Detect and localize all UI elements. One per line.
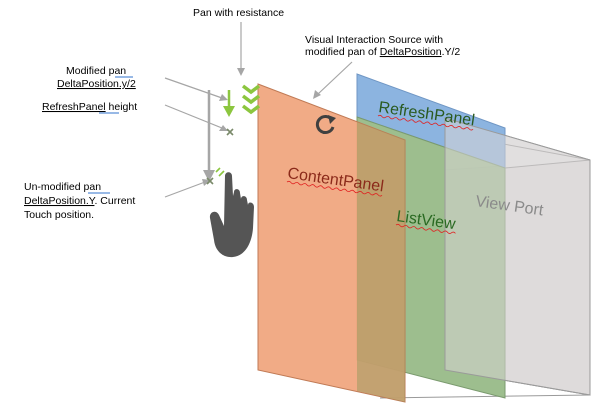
leader-arrowheads: [202, 68, 321, 186]
refresh-height-marker-icon: [226, 128, 234, 136]
listview-label-squiggle: [395, 223, 456, 234]
unmodified-pan-label-line2: DeltaPosition.Y. Current: [24, 195, 135, 207]
refresh-icon: [315, 115, 336, 134]
refresh-label-squiggle: [377, 114, 474, 131]
visual-source-label-line2: modified pan of DeltaPosition.Y/2: [305, 46, 460, 58]
refresh-height-label: RefreshPanel height: [42, 101, 137, 113]
touch-tap-marks-icon: [215, 167, 225, 177]
pan-resistance-label: Pan with resistance: [193, 7, 284, 19]
leader-lines: [164, 22, 353, 198]
viewport-edge-bottom: [379, 394, 591, 399]
unmodified-pan-label-line3: Touch position.: [24, 209, 94, 221]
unmodified-pan-label-line1: Un-modified pan: [24, 181, 101, 193]
modified-pan-arrow: [223, 90, 235, 117]
touch-position-marker-icon: [206, 177, 214, 185]
double-chevron-down-icon: [241, 84, 261, 115]
touch-hand-icon: [209, 172, 254, 258]
modified-pan-label-line1: Modified pan: [66, 65, 126, 77]
viewport-front-face: [444, 117, 591, 396]
visual-source-label-line1: Visual Interaction Source with: [305, 34, 443, 46]
content-listview-overlap: [357, 122, 405, 402]
content-label-squiggle: [286, 180, 383, 197]
unmodified-pan-arrow: [203, 90, 215, 182]
modified-pan-label-line2: DeltaPosition.y/2: [57, 78, 136, 90]
